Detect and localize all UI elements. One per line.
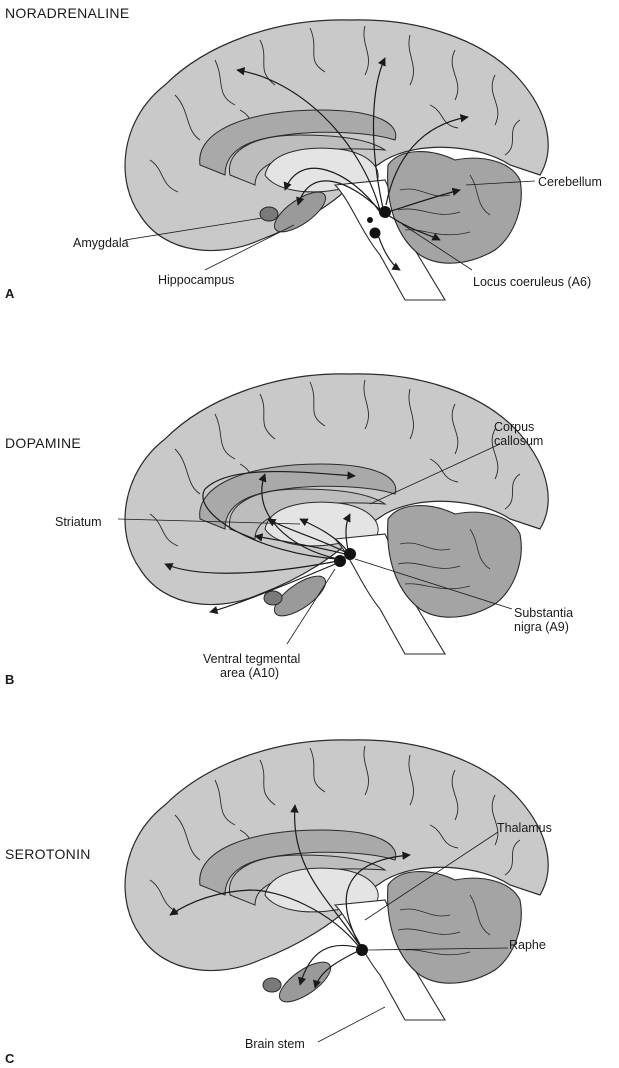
panel-noradrenaline: NORADRENALINE Cerebellum Amygdala Hippoc… — [0, 0, 619, 356]
label-substantia-line-1: Substantia — [514, 606, 574, 620]
label-cerebellum: Cerebellum — [538, 175, 602, 189]
projection-arrows — [236, 57, 469, 271]
thalamus — [264, 501, 379, 547]
brain-diagram-a — [124, 19, 549, 301]
amygdala — [263, 590, 283, 606]
hippocampus — [273, 191, 327, 233]
cerebrum — [124, 19, 549, 252]
panel-title: NORADRENALINE — [5, 5, 130, 21]
cerebellum — [387, 871, 522, 984]
label-vta-line-1: Ventral tegmental — [203, 652, 301, 666]
label-amygdala: Amygdala — [73, 236, 129, 250]
panel-serotonin: SEROTONIN Thalamus Raphe Brain stem C — [0, 712, 619, 1068]
label-raphe: Raphe — [509, 938, 546, 952]
leader-lines — [317, 831, 509, 1043]
hippocampus — [278, 961, 332, 1003]
brain-diagram-c — [124, 739, 549, 1043]
cerebrum — [124, 373, 549, 606]
amygdala — [262, 977, 282, 993]
vta-dot — [334, 555, 346, 567]
thalamus — [264, 867, 379, 913]
label-substantia-line-2: nigra (A9) — [514, 620, 569, 634]
small-dot — [367, 217, 373, 223]
label-thalamus: Thalamus — [497, 821, 552, 835]
panel-letter: C — [5, 1051, 15, 1066]
leader-lines — [117, 443, 513, 645]
panel-letter: B — [5, 672, 15, 687]
label-striatum: Striatum — [55, 515, 102, 529]
panel-dopamine: DOPAMINE Corpus callosum Striatum Substa… — [0, 356, 619, 712]
projection-arrows — [164, 470, 356, 615]
cingulate-band — [199, 109, 397, 176]
panel-title: DOPAMINE — [5, 435, 82, 451]
brain-diagram-b — [117, 373, 549, 655]
amygdala — [259, 206, 279, 222]
cerebellum — [387, 151, 522, 264]
label-corpus-line-1: Corpus — [494, 420, 535, 434]
cingulate-band — [199, 829, 397, 896]
projection-arrows — [169, 804, 411, 989]
cerebellum-folia — [397, 894, 491, 956]
label-corpus-line-2: callosum — [494, 434, 544, 448]
panel-title: SEROTONIN — [5, 846, 91, 862]
label-locus-coeruleus: Locus coeruleus (A6) — [473, 275, 592, 289]
leader-lines — [124, 180, 536, 271]
cerebellum — [387, 505, 522, 618]
label-brain-stem: Brain stem — [245, 1037, 305, 1051]
panel-letter: A — [5, 286, 15, 301]
cerebellum-folia — [397, 528, 491, 590]
label-vta-line-2: area (A10) — [220, 666, 280, 680]
hippocampus — [273, 575, 327, 617]
cerebrum — [124, 739, 549, 972]
label-hippocampus: Hippocampus — [158, 273, 235, 287]
